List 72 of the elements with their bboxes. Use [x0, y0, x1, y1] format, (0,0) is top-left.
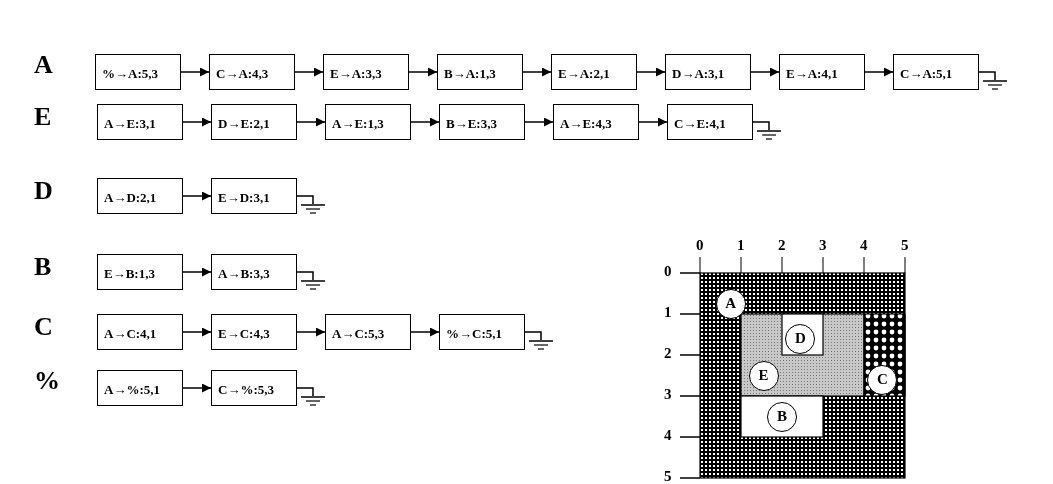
axis-number: 3 — [819, 237, 827, 254]
arrow — [182, 267, 212, 277]
list-entry-box: A→E:4,3 — [553, 104, 639, 140]
arrow — [524, 117, 554, 127]
ground-symbol — [757, 130, 781, 140]
connector-line — [296, 271, 314, 281]
arrow — [408, 67, 438, 77]
arrow — [182, 383, 212, 393]
connector-line — [296, 195, 314, 205]
connector-line — [296, 387, 314, 397]
connector-line — [524, 331, 542, 341]
list-entry-box: A→E:1,3 — [325, 104, 411, 140]
ground-symbol — [529, 340, 553, 350]
axis-number: 4 — [860, 237, 868, 254]
axis-number: 2 — [664, 345, 672, 362]
axis-number: 0 — [664, 263, 672, 280]
arrow — [296, 117, 326, 127]
list-entry-box: A→E:3,1 — [97, 104, 183, 140]
axis-number: 1 — [737, 237, 745, 254]
axis-number: 5 — [664, 468, 672, 484]
arrow — [864, 67, 894, 77]
arrow — [296, 327, 326, 337]
list-entry-box: E→C:4,3 — [211, 314, 297, 350]
list-entry-box: A→D:2,1 — [97, 178, 183, 214]
ground-symbol — [983, 80, 1007, 90]
list-entry-box: D→A:3,1 — [665, 54, 751, 90]
axis-number: 5 — [901, 237, 909, 254]
arrow — [182, 117, 212, 127]
arrow — [636, 67, 666, 77]
row-letter: D — [34, 176, 53, 206]
list-entry-box: C→A:5,1 — [893, 54, 979, 90]
row-letter: A — [34, 50, 53, 80]
list-entry-box: E→B:1,3 — [97, 254, 183, 290]
axis-number: 2 — [778, 237, 786, 254]
ground-symbol — [301, 396, 325, 406]
arrow — [182, 327, 212, 337]
axis-number: 0 — [696, 237, 704, 254]
row-letter: % — [34, 366, 60, 396]
list-entry-box: %→A:5,3 — [95, 54, 181, 90]
axis-number: 1 — [664, 304, 672, 321]
arrow — [410, 327, 440, 337]
row-letter: E — [34, 102, 52, 132]
list-entry-box: C→E:4,1 — [667, 104, 753, 140]
list-entry-box: E→A:2,1 — [551, 54, 637, 90]
list-entry-box: E→A:3,3 — [323, 54, 409, 90]
arrow — [182, 191, 212, 201]
arrow — [180, 67, 210, 77]
ground-symbol — [301, 280, 325, 290]
ground-symbol — [301, 204, 325, 214]
list-entry-box: E→D:3,1 — [211, 178, 297, 214]
list-entry-box: A→%:5,1 — [97, 370, 183, 406]
list-entry-box: B→A:1,3 — [437, 54, 523, 90]
arrow — [638, 117, 668, 127]
arrow — [410, 117, 440, 127]
list-entry-box: B→E:3,3 — [439, 104, 525, 140]
list-entry-box: C→%:5,3 — [211, 370, 297, 406]
axis-number: 3 — [664, 386, 672, 403]
arrow — [750, 67, 780, 77]
list-entry-box: %→C:5,1 — [439, 314, 525, 350]
row-letter: B — [34, 252, 52, 282]
connector-line — [752, 121, 770, 131]
list-entry-box: A→C:4,1 — [97, 314, 183, 350]
list-entry-box: D→E:2,1 — [211, 104, 297, 140]
list-entry-box: C→A:4,3 — [209, 54, 295, 90]
row-letter: C — [34, 312, 53, 342]
list-entry-box: A→C:5,3 — [325, 314, 411, 350]
list-entry-box: A→B:3,3 — [211, 254, 297, 290]
arrow — [522, 67, 552, 77]
arrow — [294, 67, 324, 77]
axis-number: 4 — [664, 427, 672, 444]
list-entry-box: E→A:4,1 — [779, 54, 865, 90]
connector-line — [978, 71, 996, 81]
